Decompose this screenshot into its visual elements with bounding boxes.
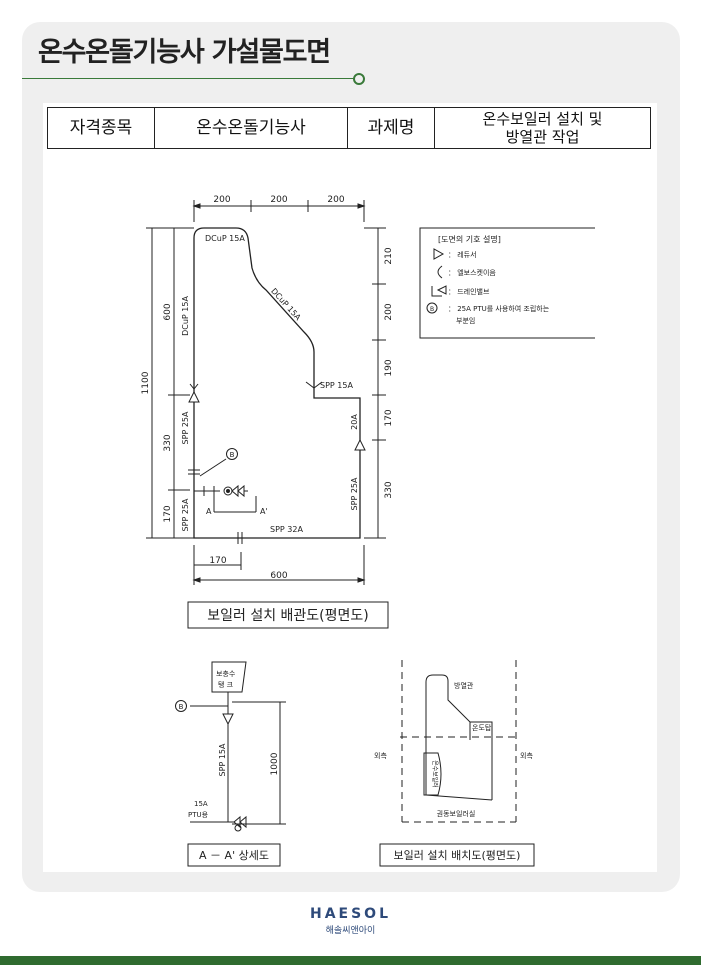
plan-caption: 보일러 설치 배관도(평면도) [207,608,369,624]
info-table: 자격종목 온수온돌기능사 과제명 온수보일러 설치 및 방열관 작업 [47,107,651,149]
detail-marker-b-icon [175,700,187,712]
layout-mid-label: 온도탑 [472,724,492,732]
plan-marker-b-label: B [230,451,235,459]
dim-top-2: 200 [270,195,287,205]
layout-radiator-pipe [425,674,493,801]
dim-left-2: 330 [163,434,173,451]
pipe-label-spp-25a-upper: SPP 25A [181,411,190,444]
title-underline [22,78,358,79]
legend-item-drain: ： 드레인밸브 [448,287,490,296]
detail-reducer-icon [222,713,234,726]
layout-labels: 방열관 온도탑 외측 외측 온수보일러 권동보일러실 [374,681,533,818]
legend-item-ptu: ： 25A PTU를 사용하여 조립하는 [448,304,550,313]
logo-wordmark: HAESOL [309,906,392,922]
detail-caption-box [187,843,281,867]
detail-caption: A － A' 상세도 [199,849,269,862]
plan-marker-b-icon [199,448,238,477]
detail-valve-icon [233,815,247,829]
legend-item-ptu-cont: 부분임 [456,317,475,325]
detail-ptu-label-2: PTU용 [188,811,209,819]
task-label: 과제명 [347,107,435,149]
title-rule-dot-icon [353,73,365,85]
detail-labels: 보충수 탱 크 SPP 15A 1000 15A PTU용 B [179,669,280,819]
task-value-line2: 방열관 작업 [505,128,580,146]
dim-right-5: 330 [384,481,394,498]
pipe-label-spp-25a-right: SPP 25A [350,477,359,510]
legend-title: [도면의 기호 설명] [438,234,501,244]
pipe-label-spp-25a-lower: SPP 25A [181,498,190,531]
plan-caption-box [187,601,389,629]
plan-labels: 200 200 200 210 200 190 170 330 1100 600… [141,195,394,581]
cert-label: 자격종목 [47,107,155,149]
pipe-label-spp-32a: SPP 32A [270,525,303,534]
dim-right-2: 200 [384,303,394,320]
plan-dims-left [146,227,194,539]
detail-dim: 1000 [270,752,280,775]
info-row: 자격종목 온수온돌기능사 과제명 온수보일러 설치 및 방열관 작업 [47,107,651,149]
legend-item-elbow: ： 엘보스켓이음 [448,268,496,277]
page-title: 온수온돌기능사 가설물도면 [38,37,331,68]
dim-top-3: 200 [327,195,344,205]
legend-marker-b-label: B [430,306,434,313]
dim-top-1: 200 [213,195,230,205]
detail-ptu-label-1: 15A [194,800,208,808]
dim-bottom-total: 600 [270,571,287,581]
legend-box [419,227,595,339]
layout-boiler-icon [423,752,442,796]
detail-tank-label-1: 보충수 [216,669,236,678]
dim-right-1: 210 [384,247,394,264]
detail-marker-b-label: B [179,703,184,711]
plan-union-icon [188,469,243,544]
plan-elbow-icon [189,381,323,390]
plan-dims-right [364,227,386,539]
section-a-label: A [206,507,212,516]
plan-dims-bottom [192,545,366,585]
bottom-bar [0,956,701,965]
pipe-label-spp-15a: SPP 15A [320,381,353,390]
pipe-label-dcup-diag: DCuP 15A [269,287,303,323]
pipe-label-20a: 20A [350,414,359,430]
plan-section-line [213,496,257,513]
pipe-label-dcup-top: DCuP 15A [205,234,245,243]
plan-reducer-right-icon [354,438,366,451]
layout-caption: 보일러 설치 배치도(평면도) [394,848,521,862]
detail-pipe-label: SPP 15A [218,743,227,776]
layout-bottom-label: 권동보일러실 [437,809,476,818]
detail-tank-icon [211,661,247,693]
dim-left-outer: 1100 [141,371,151,394]
dim-right-3: 190 [384,359,394,376]
layout-boiler-label: 온수보일러 [431,760,439,788]
legend-labels: [도면의 기호 설명] ： 레듀서 ： 엘보스켓이음 ： 드레인밸브 ： 25A… [430,234,550,325]
layout-side-right: 외측 [520,751,533,760]
detail-tank-label-2: 탱 크 [218,680,234,689]
logo-subtext: 해솔씨앤아이 [325,926,376,936]
pipe-label-dcup-left: DCuP 15A [181,296,190,336]
dim-left-1: 600 [163,303,173,320]
layout-side-left: 외측 [374,751,387,760]
detail-drawing [175,661,286,832]
legend-item-reducer: ： 레듀서 [448,250,477,259]
footer-logo: HAESOL 해솔씨앤아이 [0,906,701,936]
plan-pipe-route [193,227,361,539]
dim-left-3: 170 [163,505,173,522]
cert-value: 온수온돌기능사 [154,107,348,149]
drawing-sheet [43,103,657,872]
layout-radiator-label: 방열관 [454,681,474,690]
legend-marker-b-icon [426,302,438,314]
legend-drain-icon [431,285,447,297]
layout-drawing [400,660,518,823]
dim-right-4: 170 [384,409,394,426]
legend-reducer-icon [433,248,445,260]
section-a-prime-label: A' [260,507,268,516]
legend-elbow-icon [437,265,443,279]
task-value: 온수보일러 설치 및 방열관 작업 [434,107,651,149]
layout-caption-box [379,843,535,867]
plan-drain-valve-icon [194,484,248,498]
plan-dims-top [192,200,366,222]
task-value-line1: 온수보일러 설치 및 [482,110,603,128]
plan-reducer-icon [188,390,200,403]
dim-bottom-part: 170 [209,556,226,566]
